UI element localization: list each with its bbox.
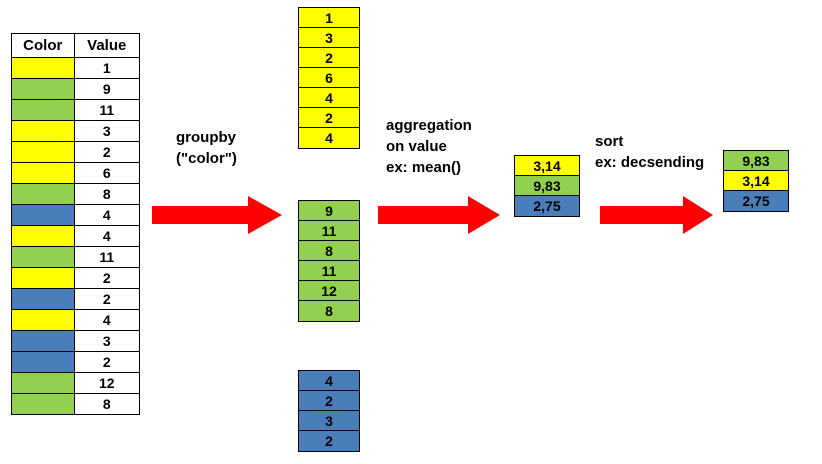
- arrow-groupby-icon: [152, 196, 282, 234]
- cell-color-swatch: [11, 162, 75, 184]
- table-row: 11: [11, 99, 141, 121]
- group-cell: 4: [299, 88, 359, 108]
- table-header-row: Color Value: [11, 33, 141, 58]
- table-row: 2: [11, 141, 141, 163]
- group-cell: 11: [299, 261, 359, 281]
- cell-value: 4: [73, 309, 141, 331]
- step-label-sort: sort ex: decsending: [595, 133, 705, 171]
- group-cell: 4: [299, 371, 359, 391]
- sorted-result-cell: 9,83: [724, 151, 788, 171]
- table-row: 2: [11, 351, 141, 373]
- cell-value: 11: [73, 246, 141, 268]
- group-cell: 3: [299, 28, 359, 48]
- table-row: 8: [11, 393, 141, 415]
- group-cell: 9: [299, 201, 359, 221]
- cell-color-swatch: [11, 372, 75, 394]
- table-row: 11: [11, 246, 141, 268]
- cell-value: 12: [73, 372, 141, 394]
- step-label-groupby: groupby ("color"): [176, 129, 237, 167]
- column-header-value: Value: [73, 33, 141, 58]
- table-row: 2: [11, 267, 141, 289]
- group-cell: 2: [299, 431, 359, 451]
- cell-color-swatch: [11, 120, 75, 142]
- table-row: 6: [11, 162, 141, 184]
- cell-color-swatch: [11, 309, 75, 331]
- table-row: 8: [11, 183, 141, 205]
- column-header-color: Color: [11, 33, 75, 58]
- cell-value: 6: [73, 162, 141, 184]
- cell-color-swatch: [11, 225, 75, 247]
- arrow-aggregate-icon: [378, 196, 500, 234]
- cell-value: 4: [73, 204, 141, 226]
- cell-color-swatch: [11, 246, 75, 268]
- cell-color-swatch: [11, 78, 75, 100]
- cell-value: 3: [73, 120, 141, 142]
- cell-color-swatch: [11, 351, 75, 373]
- sorted-result-cell: 2,75: [724, 191, 788, 211]
- group-cell: 1: [299, 8, 359, 28]
- group-cell: 6: [299, 68, 359, 88]
- aggregate-result-cell: 3,14: [515, 156, 579, 176]
- sorted-result-cell: 3,14: [724, 171, 788, 191]
- cell-value: 8: [73, 183, 141, 205]
- table-row: 12: [11, 372, 141, 394]
- group-cell: 2: [299, 391, 359, 411]
- cell-color-swatch: [11, 393, 75, 415]
- cell-color-swatch: [11, 183, 75, 205]
- group-cell: 8: [299, 301, 359, 321]
- cell-value: 4: [73, 225, 141, 247]
- cell-color-swatch: [11, 288, 75, 310]
- aggregate-result-cell: 9,83: [515, 176, 579, 196]
- cell-value: 2: [73, 141, 141, 163]
- table-row: 4: [11, 309, 141, 331]
- table-row: 9: [11, 78, 141, 100]
- group-cell: 12: [299, 281, 359, 301]
- group-cell: 2: [299, 48, 359, 68]
- cell-value: 9: [73, 78, 141, 100]
- step-label-aggregate: aggregation on value ex: mean(): [386, 117, 472, 176]
- cell-value: 1: [73, 57, 141, 79]
- table-row: 1: [11, 57, 141, 79]
- group-cell: 2: [299, 108, 359, 128]
- cell-color-swatch: [11, 267, 75, 289]
- group-cell: 11: [299, 221, 359, 241]
- cell-value: 8: [73, 393, 141, 415]
- cell-color-swatch: [11, 141, 75, 163]
- table-row: 3: [11, 330, 141, 352]
- group-cell: 8: [299, 241, 359, 261]
- cell-value: 2: [73, 288, 141, 310]
- table-row: 4: [11, 204, 141, 226]
- cell-color-swatch: [11, 204, 75, 226]
- group-cell: 4: [299, 128, 359, 148]
- cell-color-swatch: [11, 99, 75, 121]
- group-cell: 3: [299, 411, 359, 431]
- arrow-sort-icon: [600, 196, 713, 234]
- table-row: 3: [11, 120, 141, 142]
- cell-value: 2: [73, 351, 141, 373]
- cell-value: 3: [73, 330, 141, 352]
- cell-value: 2: [73, 267, 141, 289]
- aggregate-result-cell: 2,75: [515, 196, 579, 216]
- table-row: 2: [11, 288, 141, 310]
- table-row: 4: [11, 225, 141, 247]
- cell-color-swatch: [11, 57, 75, 79]
- cell-value: 11: [73, 99, 141, 121]
- cell-color-swatch: [11, 330, 75, 352]
